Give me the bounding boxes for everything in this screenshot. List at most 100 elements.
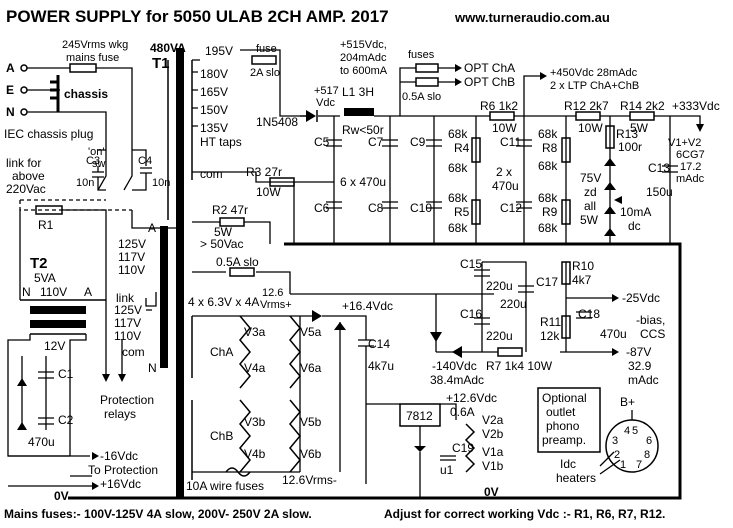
r68k-5: 68k xyxy=(538,127,558,141)
relay-arrow-2 xyxy=(118,374,126,382)
t1-tap-150: 150V xyxy=(200,103,228,117)
optional-line1: Optional xyxy=(542,391,587,405)
adjust-note: Adjust for correct working Vdc :- R1, R6… xyxy=(384,507,665,521)
link-note-line3: 220Vac xyxy=(6,182,46,196)
terminal-a xyxy=(20,64,28,72)
protection-wires xyxy=(8,455,92,487)
t2-12v: 12V xyxy=(44,339,65,353)
zero-v2-label: 0V xyxy=(484,485,499,499)
chassis-label: chassis xyxy=(64,87,108,101)
l1-choke xyxy=(344,108,374,116)
t2-a: A xyxy=(84,285,92,299)
bias-fuse-wires xyxy=(192,271,291,294)
ltp-arrow xyxy=(540,72,547,80)
vm25-label: -25Vdc xyxy=(622,291,660,305)
r7-resistor xyxy=(497,347,523,357)
c9-c10-plates xyxy=(426,139,442,209)
zener-4 xyxy=(604,228,616,236)
pin-1: 1 xyxy=(620,459,626,471)
c18-label: C18 xyxy=(578,307,600,321)
pin-8: 8 xyxy=(644,449,650,461)
zener-3 xyxy=(604,206,616,214)
r9-upper xyxy=(561,199,571,225)
bias-cap-plates xyxy=(474,269,592,325)
prot-relays-line1: Protection xyxy=(100,393,154,407)
com-wire xyxy=(198,171,334,183)
v450-line2: 2 x LTP ChA+ChB xyxy=(550,80,639,92)
v515-line1: +515Vdc, xyxy=(340,39,387,51)
c13-plates xyxy=(662,165,678,173)
r2-label: R2 47r xyxy=(212,203,248,217)
link-note-line2: above xyxy=(12,169,45,183)
v333-label: +333Vdc xyxy=(672,99,720,113)
zero-v-label: 0V xyxy=(54,489,69,503)
v517-line2: Vdc xyxy=(316,97,335,109)
t2-tap2-117: 117V xyxy=(114,316,141,330)
r11-label: R11 xyxy=(540,315,561,329)
r12-resistor xyxy=(575,111,601,121)
idc-leads xyxy=(599,451,621,475)
vm140-line2: 38.4mAdc xyxy=(430,373,484,387)
t2-tap-110: 110V xyxy=(118,263,145,277)
r3-watt: 10W xyxy=(256,185,281,199)
pin-5: 5 xyxy=(632,425,638,437)
chb-label: ChB xyxy=(210,429,233,443)
c3-capacitor xyxy=(92,149,106,191)
r11-resistor xyxy=(561,315,571,339)
c19-plates xyxy=(440,455,456,461)
ht-capacitor-bank xyxy=(326,116,678,244)
ht-fuse-label: fuse xyxy=(256,43,277,55)
c11-label: C11 xyxy=(500,135,521,149)
heater-core xyxy=(176,300,184,490)
t2-core-1 xyxy=(30,306,86,314)
c8-label: C8 xyxy=(368,201,384,215)
v126-line1: 12.6 xyxy=(262,287,283,299)
rectifier-branches xyxy=(21,356,47,430)
t1-tap-195: 195V xyxy=(205,44,233,58)
vm140-label: -140Vdc 38.4mAdc xyxy=(430,359,484,387)
r12-label: R12 2k7 xyxy=(564,99,609,113)
t2-primary-leads xyxy=(19,210,107,300)
divider-resistors xyxy=(471,137,571,225)
r68k-3: 68k xyxy=(448,191,468,205)
t2-core-2 xyxy=(30,320,86,328)
c10-label: C10 xyxy=(410,201,432,215)
r8-label: R8 xyxy=(542,141,558,155)
optional-label: Optional outlet phono preamp. xyxy=(542,391,587,447)
ht-rail-5 xyxy=(654,115,701,126)
bias-cap-frame xyxy=(481,261,567,352)
v515-line3: to 600mA xyxy=(340,65,388,77)
website-label: www.turneraudio.com.au xyxy=(454,10,610,25)
c16-value: 220u xyxy=(486,329,513,343)
heater-diode-1 xyxy=(312,310,322,322)
v1v2-line2: 6CG7 xyxy=(676,149,705,161)
mains-fuse-label: 245Vrms wkg mains fuse xyxy=(62,39,128,64)
v1v2-line1: V1+V2 xyxy=(668,137,701,149)
c3-value: 10n xyxy=(76,177,94,189)
vm87-line1: -87V xyxy=(626,345,651,359)
r10-resistor xyxy=(561,261,571,285)
t2-com2: com xyxy=(122,345,145,359)
zener-line3: all xyxy=(584,199,596,213)
r13-line2: 100r xyxy=(618,140,642,154)
ltp-feed xyxy=(523,75,540,116)
pin-2: 2 xyxy=(614,449,620,461)
c7-label: C7 xyxy=(368,135,384,149)
c1-label: C1 xyxy=(58,367,74,381)
heater-b-right xyxy=(289,399,301,473)
regulator-diode xyxy=(414,446,426,452)
t1-tap-180: 180V xyxy=(200,67,228,81)
heater-b-left xyxy=(239,399,251,473)
r6-label: R6 1k2 xyxy=(480,99,518,113)
opt-a-arrow xyxy=(455,64,462,72)
page-title: POWER SUPPLY for 5050 ULAB 2CH AMP. 2017 xyxy=(6,7,389,26)
v4b-label: V4b xyxy=(244,447,266,461)
v450-label: +450Vdc 28mAdc 2 x LTP ChA+ChB xyxy=(550,67,639,92)
opt-fuse-value: 0.5A slo xyxy=(402,91,441,103)
opt-fuse-a xyxy=(415,63,439,73)
rectifier-diode-2 xyxy=(17,422,27,430)
to-prot-label: To Protection xyxy=(88,463,158,477)
zener-line4: 5W xyxy=(580,213,599,227)
t1-com: com xyxy=(200,167,223,181)
